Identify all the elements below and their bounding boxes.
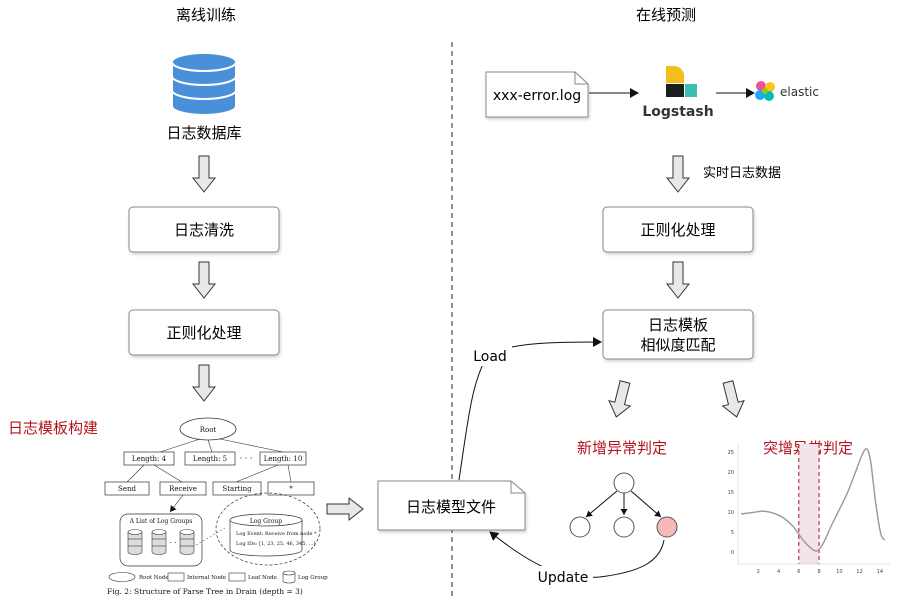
legend-root: Root Node [139, 575, 169, 581]
match-line1: 日志模板 [648, 316, 708, 334]
log-group-cylinders [127, 529, 195, 555]
x-tick-label: 12 [856, 569, 862, 575]
leaf-star-label: * [289, 485, 293, 493]
database-icon [171, 52, 237, 116]
regex-box-online [602, 206, 754, 253]
chart-layer: 2 4 6 8 10 12 14 0 5 10 15 20 25 [728, 444, 890, 575]
length-node-2-label: Length: 5 [193, 455, 227, 463]
svg-text:· ·: · · [170, 539, 177, 547]
model-file-box [377, 480, 526, 531]
regex-label-offline: 正则化处理 [166, 324, 241, 342]
leaf-send-label: Send [118, 485, 136, 493]
elastic-label: elastic [780, 85, 819, 99]
block-arrow-online-2 [665, 261, 691, 299]
log-ids-text: Log IDs: [1, 23, 25, 46, 345, ...] [236, 541, 315, 547]
length-node-3 [259, 451, 307, 466]
block-arrow-to-model [326, 496, 364, 522]
block-arrow-online-1 [665, 155, 691, 193]
zoom-ellipse [215, 492, 321, 566]
clean-label: 日志清洗 [174, 221, 234, 239]
load-label: Load [473, 349, 507, 365]
database-label: 日志数据库 [166, 124, 241, 142]
length-ellipsis: · · · [240, 454, 253, 463]
block-arrow-surge [721, 380, 745, 418]
log-event-text: Log Event: Receive from node * [236, 531, 317, 537]
length-node-1-label: Length: 4 [132, 455, 167, 463]
log-file-label: xxx-error.log [493, 88, 581, 104]
leaf-receive-label: Receive [169, 485, 197, 493]
length-node-3-label: Length: 10 [264, 455, 303, 463]
root-node-label: Root [200, 426, 217, 434]
block-arrow-2 [191, 261, 217, 299]
leaf-starting-label: Starting [222, 485, 252, 493]
log-file-box [485, 71, 589, 118]
match-box [602, 309, 754, 360]
y-tick-label: 10 [728, 510, 734, 516]
regex-box-offline [128, 309, 280, 356]
online-header: 在线预测 [636, 6, 696, 24]
y-tick-label: 5 [731, 530, 734, 536]
tree-child-node-2 [613, 516, 635, 538]
update-arrow [489, 531, 665, 578]
elastic-icon [755, 81, 775, 101]
y-tick-label: 0 [731, 550, 734, 556]
anomaly-tree [569, 472, 678, 538]
block-arrow-new [608, 380, 632, 418]
model-file-label: 日志模型文件 [406, 498, 496, 516]
leaf-star [267, 481, 315, 496]
block-arrow-3 [191, 364, 217, 402]
y-tick-label: 25 [728, 450, 734, 456]
log-group-title: Log Group [250, 518, 282, 525]
logstash-icon [666, 66, 697, 97]
figure-caption: Fig. 2: Structure of Parse Tree in Drain… [107, 587, 303, 596]
highlight-band [798, 444, 820, 564]
legend-log-group: Log Group [298, 575, 328, 581]
log-group-list-label: A List of Log Groups [129, 518, 193, 525]
realtime-label: 实时日志数据 [703, 166, 781, 181]
x-tick-label: 6 [797, 569, 800, 575]
tree-root-node [613, 472, 635, 494]
length-node-2 [184, 451, 236, 466]
leaf-send [104, 481, 150, 496]
new-anomaly-label: 新增异常判定 [577, 439, 667, 457]
x-tick-label: 14 [877, 569, 883, 575]
legend-leaf: Leaf Node [248, 575, 277, 581]
block-arrow-1 [191, 155, 217, 193]
x-tick-label: 4 [777, 569, 780, 575]
y-tick-label: 15 [728, 490, 734, 496]
drain-parse-tree: Root Length: 4 Length: 5 · · · Length: 1… [104, 417, 328, 596]
x-tick-label: 10 [836, 569, 842, 575]
regex-label-online: 正则化处理 [640, 221, 715, 239]
offline-header: 离线训练 [176, 6, 236, 24]
match-line2: 相似度匹配 [640, 336, 715, 354]
series-line [740, 447, 886, 552]
clean-box [128, 206, 280, 253]
y-tick-label: 20 [728, 470, 734, 476]
length-node-1 [123, 451, 175, 466]
surge-chart: 2 4 6 8 10 12 14 0 5 10 15 20 25 [724, 444, 896, 586]
tree-child-node-1 [569, 516, 591, 538]
update-label: Update [538, 570, 589, 586]
leaf-starting [212, 481, 262, 496]
x-tick-label: 2 [757, 569, 760, 575]
legend-internal: Internal Node [187, 575, 226, 581]
x-tick-label: 8 [817, 569, 820, 575]
logstash-label: Logstash [642, 104, 713, 120]
tree-new-node [656, 516, 678, 538]
template-build-label: 日志模板构建 [8, 419, 98, 437]
